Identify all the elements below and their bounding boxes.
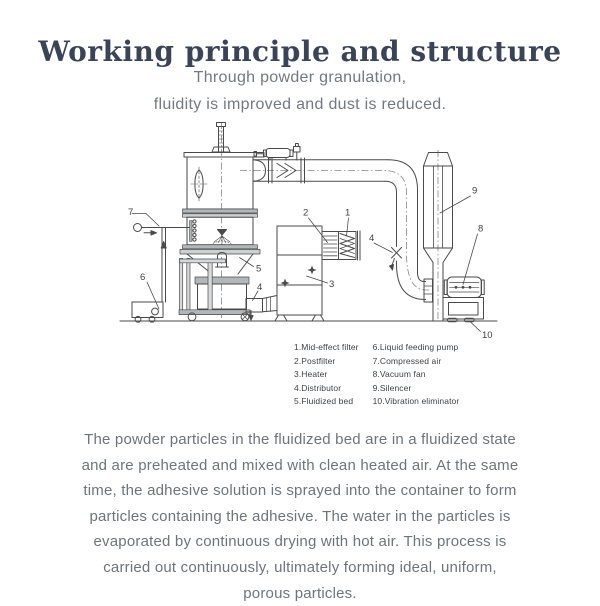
butterfly-valve <box>389 247 402 271</box>
sight-glass <box>194 169 204 199</box>
description-line: porous particles. <box>243 584 357 602</box>
liquid-feeding-pump-cart <box>131 227 167 323</box>
pneumatic-cylinder <box>265 148 291 158</box>
distributor-duct <box>245 296 271 321</box>
description-line: The powder particles in the fluidized be… <box>84 431 516 448</box>
legend-column-2: 6.Liquid feeding pump 7.Compressed air 8… <box>373 341 460 409</box>
vacuum-fan <box>442 276 485 323</box>
mid-effect-filter <box>339 233 355 258</box>
subtitle-line: fluidity is improved and dust is reduced… <box>153 96 447 113</box>
label-fluidized-bed: 5 <box>256 264 261 275</box>
legend-item: 4.Distributor <box>294 382 342 393</box>
description-line: time, the adhesive solution is sprayed i… <box>83 482 517 500</box>
heater-unit <box>262 225 325 322</box>
diagram-legend: 1.Mid-effect filter 2.Postfilter 3.Heate… <box>294 341 459 409</box>
vibration-eliminator-foot <box>464 317 475 323</box>
compressed-air-line <box>133 223 190 236</box>
legend-item: 1.Mid-effect filter <box>294 342 359 352</box>
label-vacuum-fan: 8 <box>478 224 483 235</box>
description-line: particles containing the adhesive. The w… <box>89 507 511 525</box>
description-line: and are preheated and mixed with clean h… <box>81 456 519 474</box>
label-distributor-bed: 4 <box>257 282 262 293</box>
label-distributor-valve: 4 <box>369 233 374 244</box>
fan-symbol <box>280 278 290 288</box>
legend-item: 8.Vacuum fan <box>372 369 426 380</box>
hopper-cone <box>186 253 254 275</box>
fan-inlet-flange <box>423 278 433 303</box>
filter-section <box>321 230 361 261</box>
legend-item: 3.Heater <box>294 369 328 380</box>
description-line: carried out continuously, ultimately for… <box>103 558 497 576</box>
legend-column-1: 1.Mid-effect filter 2.Postfilter 3.Heate… <box>294 341 359 409</box>
vibration-eliminator-foot <box>447 317 458 323</box>
caster-wheel <box>240 312 250 322</box>
subtitle-line: Through powder granulation, <box>193 69 407 86</box>
legend-item: 7.Compressed air <box>372 355 442 366</box>
page-title: Working principle and structure <box>38 34 562 68</box>
leader-lines <box>131 195 481 332</box>
legend-item: 2.Postfilter <box>294 355 336 366</box>
diagram-number-labels: 7 6 5 4 2 1 3 4 9 8 10 <box>128 186 493 342</box>
label-compressed-air: 7 <box>128 207 133 218</box>
label-postfilter: 2 <box>303 208 308 219</box>
label-vibration-eliminator: 10 <box>482 330 493 341</box>
centerlines <box>221 122 439 320</box>
liquid-pipe <box>161 227 166 303</box>
label-heater: 3 <box>329 279 334 290</box>
silencer <box>423 152 453 322</box>
legend-item: 5.Fluidized bed <box>294 396 354 407</box>
legend-item: 9.Silencer <box>372 382 412 393</box>
exhaust-duct <box>252 143 389 184</box>
legend-item: 6.Liquid feeding pump <box>372 342 459 352</box>
page-subtitle: Through powder granulation, fluidity is … <box>0 64 600 118</box>
spray-pattern <box>212 235 232 245</box>
elbow-pipe <box>384 159 433 303</box>
spray-nozzle <box>217 229 227 236</box>
fluid-bed-vessel <box>179 122 265 275</box>
product-container-trolley <box>178 258 251 322</box>
label-liquid-feeding-pump: 6 <box>140 272 145 283</box>
description-paragraph: The powder particles in the fluidized be… <box>0 427 600 606</box>
legend-item: 10.Vibration eliminator <box>372 396 460 407</box>
label-silencer: 9 <box>472 186 477 197</box>
postfilter <box>323 235 338 257</box>
description-line: evaporated by continuous drying with hot… <box>93 533 507 551</box>
label-mid-effect-filter: 1 <box>345 208 350 219</box>
fan-symbol <box>307 265 317 275</box>
caster-wheel <box>187 312 197 322</box>
